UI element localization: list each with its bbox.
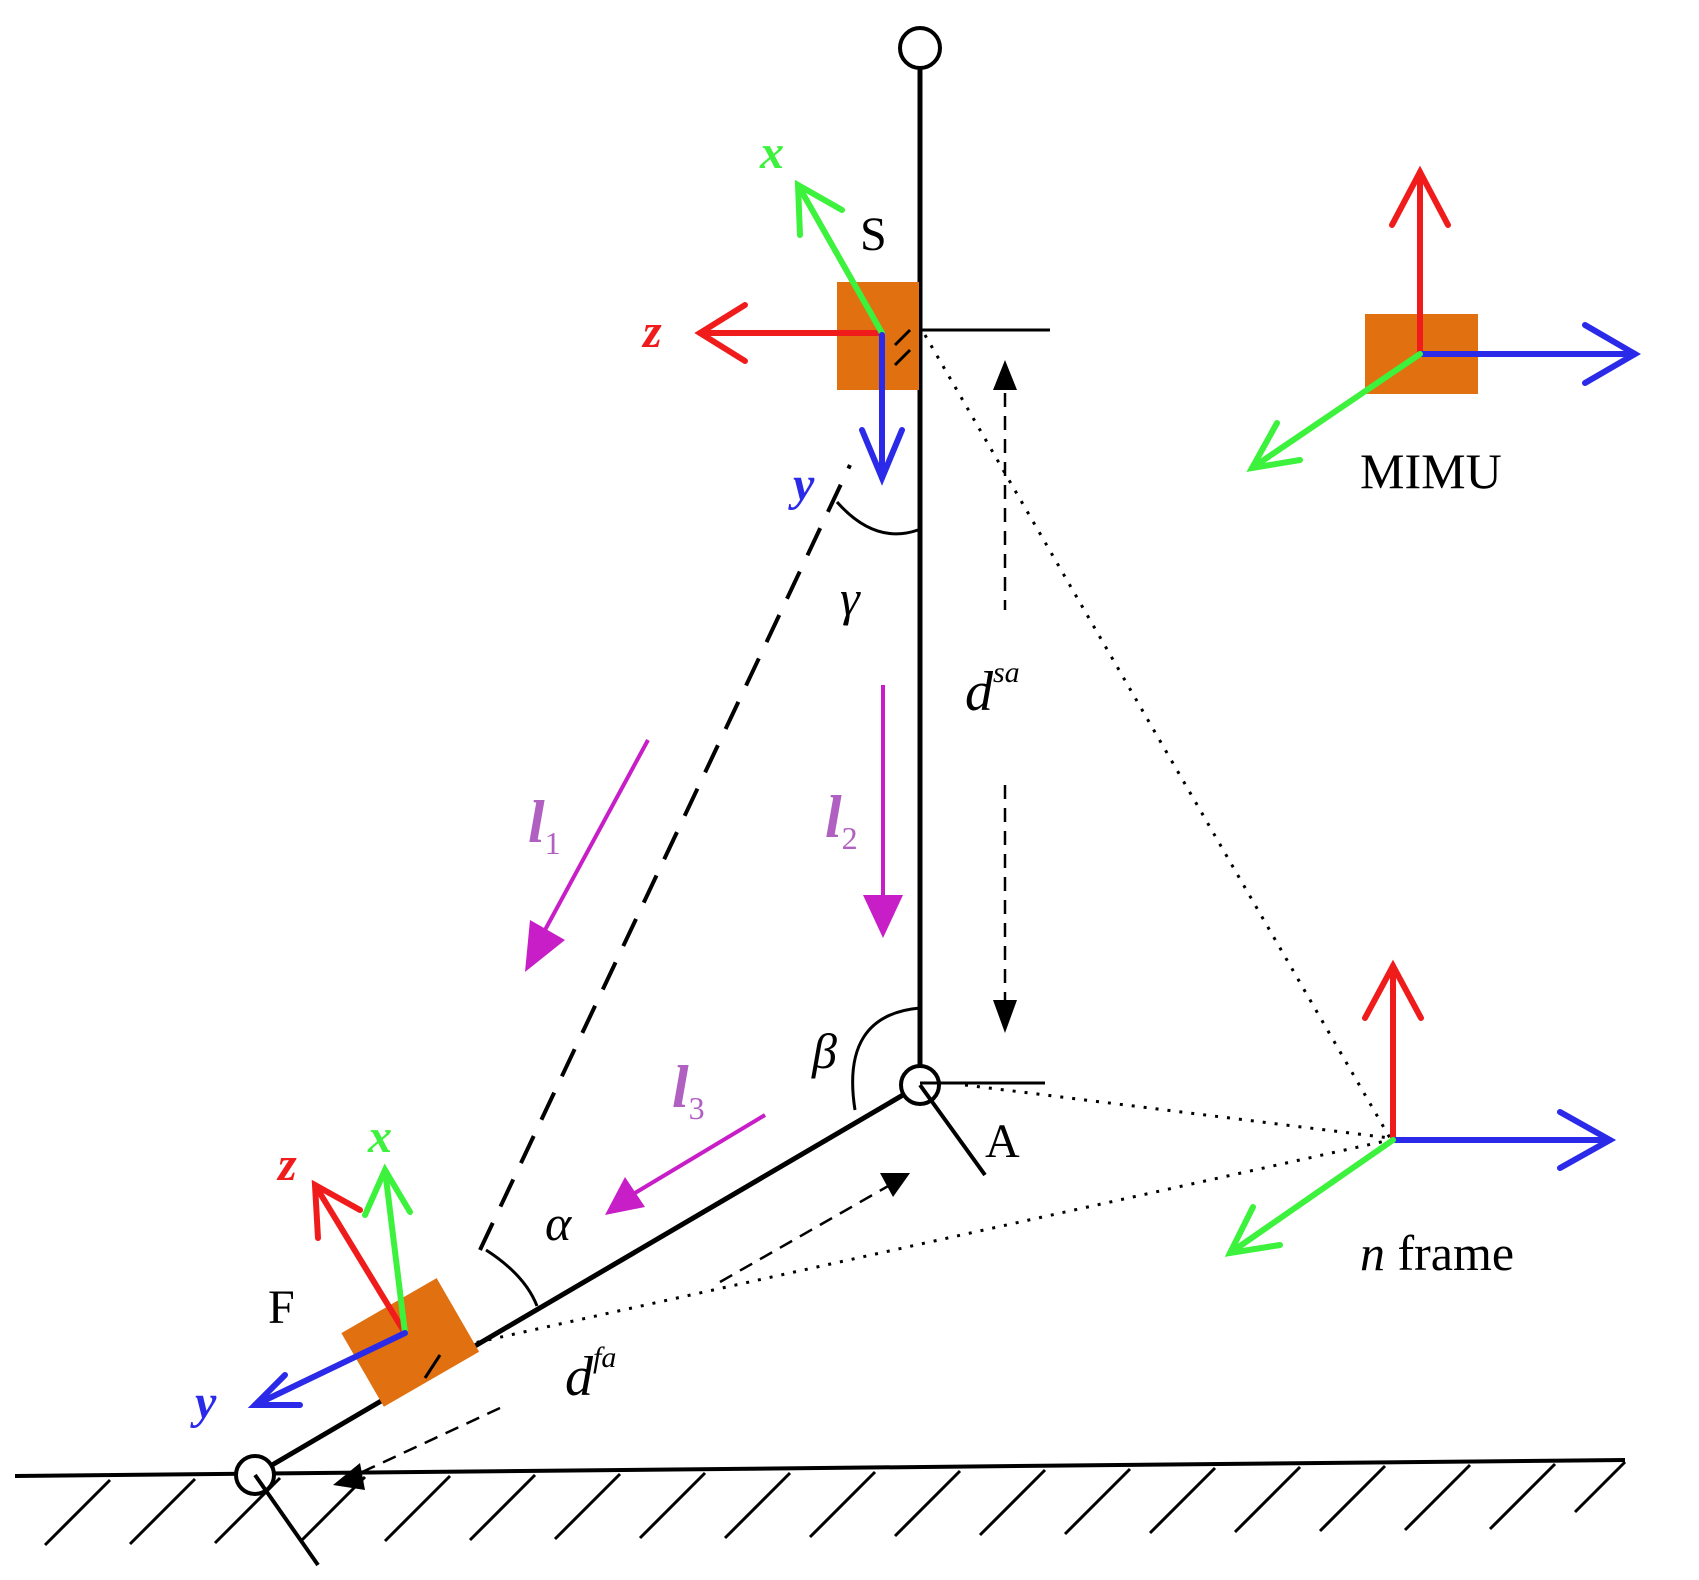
foot-z-axis-label: z	[276, 1138, 297, 1191]
l2-label: l2	[825, 784, 858, 856]
shank-y-axis-arrow	[859, 332, 905, 486]
foot-y-axis-arrow	[247, 1330, 408, 1408]
foot-x-axis-arrow	[362, 1163, 413, 1336]
ground	[14, 1458, 1627, 1547]
alpha-label: α	[545, 1195, 573, 1251]
alpha-arc	[485, 1248, 539, 1307]
dotted-lines	[464, 334, 1392, 1347]
n-frame: n frame	[1224, 959, 1617, 1281]
shank-segment	[898, 26, 942, 1080]
foot-sensor-label: F	[268, 1281, 295, 1334]
foot-sensor-box	[341, 1278, 480, 1407]
shank-x-axis-arrow	[794, 179, 885, 336]
ankle-label: A	[985, 1115, 1020, 1168]
shank-sensor	[694, 179, 919, 486]
top-joint	[898, 26, 942, 70]
ankle-tick	[918, 1083, 987, 1177]
foot-sensor	[247, 1163, 480, 1408]
gamma-label: γ	[840, 570, 861, 626]
foot-x-axis-label: x	[367, 1110, 392, 1163]
d-fa-dimension	[333, 1173, 910, 1490]
mimu-legend: MIMU	[1246, 165, 1641, 499]
d-sa-dimension	[993, 360, 1017, 1033]
shank-y-axis-label: y	[788, 458, 815, 511]
toe-tick	[253, 1473, 320, 1567]
shank-sensor-label: S	[860, 208, 887, 261]
l2-vector	[863, 685, 903, 938]
mimu-label: MIMU	[1360, 443, 1502, 499]
shank-z-axis-label: z	[641, 305, 662, 358]
shank-z-axis-arrow	[694, 302, 885, 364]
l1-label: l1	[528, 789, 561, 861]
mimu-y-axis-arrow	[1417, 322, 1641, 386]
n-frame-x-axis-arrow	[1224, 1137, 1396, 1257]
beta-label: β	[811, 1023, 837, 1079]
foot-y-axis-label: y	[190, 1376, 217, 1429]
foot-segment	[253, 1082, 922, 1478]
l1-dashed-line	[478, 464, 852, 1251]
n-frame-label: n frame	[1360, 1225, 1514, 1281]
mimu-z-axis-arrow	[1389, 165, 1451, 357]
l1-vector	[525, 739, 650, 972]
shank-x-axis-label: x	[759, 126, 784, 179]
l3-label: l3	[672, 1054, 705, 1126]
gamma-arc	[835, 501, 919, 536]
beta-arc	[851, 1006, 921, 1111]
n-frame-z-axis-arrow	[1362, 959, 1424, 1143]
ground-hatching	[43, 1460, 1627, 1547]
mimu-x-axis-arrow	[1246, 351, 1423, 472]
d-fa-label: dfa	[565, 1341, 616, 1408]
l3-vector	[605, 1113, 767, 1215]
foot-z-axis-arrow	[311, 1179, 408, 1336]
d-sa-label: dsa	[965, 656, 1020, 723]
n-frame-y-axis-arrow	[1390, 1109, 1617, 1171]
